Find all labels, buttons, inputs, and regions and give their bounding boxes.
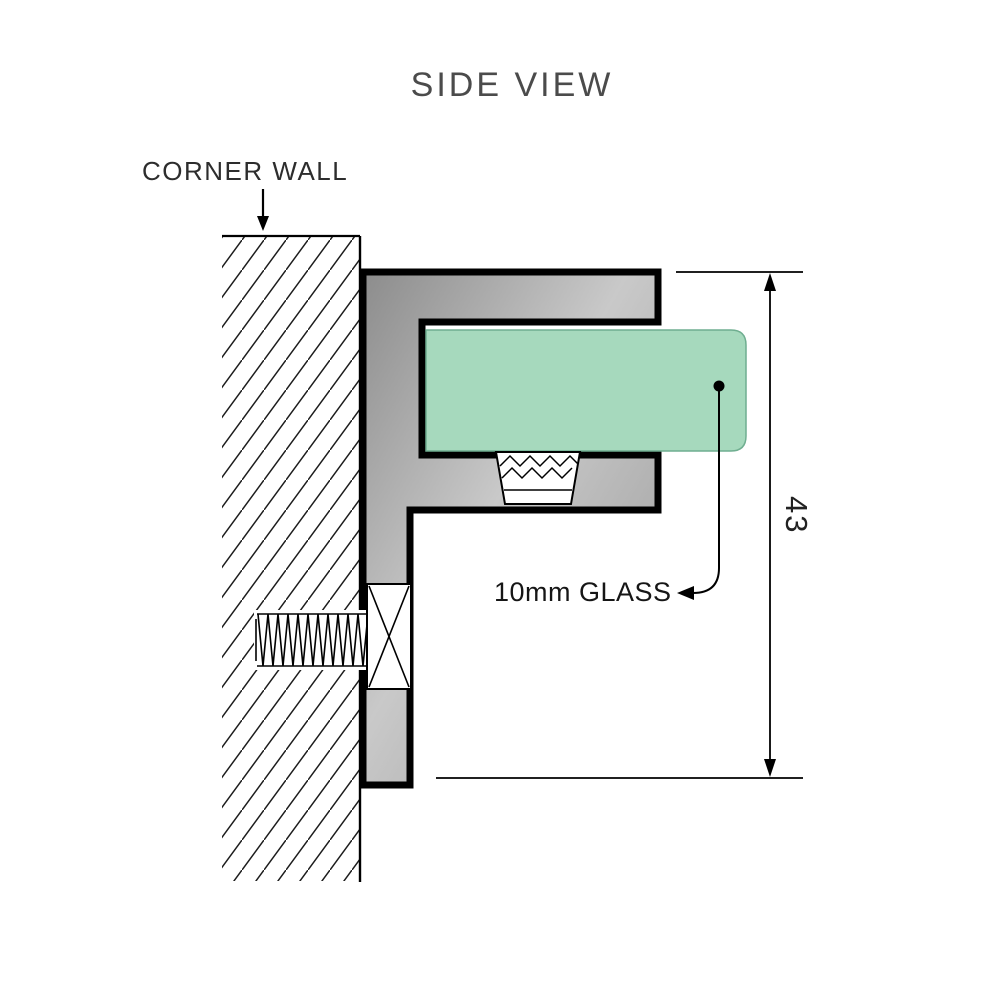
- bracket-body: [359, 268, 662, 789]
- glass-body: [425, 329, 747, 452]
- corner-wall-hatching: [222, 234, 362, 882]
- mounting-screw: [254, 583, 412, 690]
- glass-leader-arrow: [677, 586, 694, 600]
- drawing-title: SIDE VIEW: [410, 66, 614, 104]
- dimension-arrow-up: [764, 273, 776, 291]
- dimension-arrow-down: [764, 759, 776, 777]
- dimension-value: 43: [779, 496, 814, 535]
- glass-panel: [425, 329, 747, 452]
- glass-label: 10mm GLASS: [494, 577, 672, 607]
- leader-dot: [713, 380, 725, 392]
- corner-wall-pointer-arrow: [257, 189, 269, 231]
- grub-screw: [494, 451, 582, 505]
- leader-line: [692, 391, 720, 594]
- dimension-43: [436, 271, 803, 779]
- hatch-region: [222, 237, 360, 881]
- bracket-profile: [359, 268, 662, 789]
- screw-threads: [257, 613, 369, 667]
- glass-leader: [677, 380, 725, 600]
- corner-wall-label: CORNER WALL: [142, 156, 349, 186]
